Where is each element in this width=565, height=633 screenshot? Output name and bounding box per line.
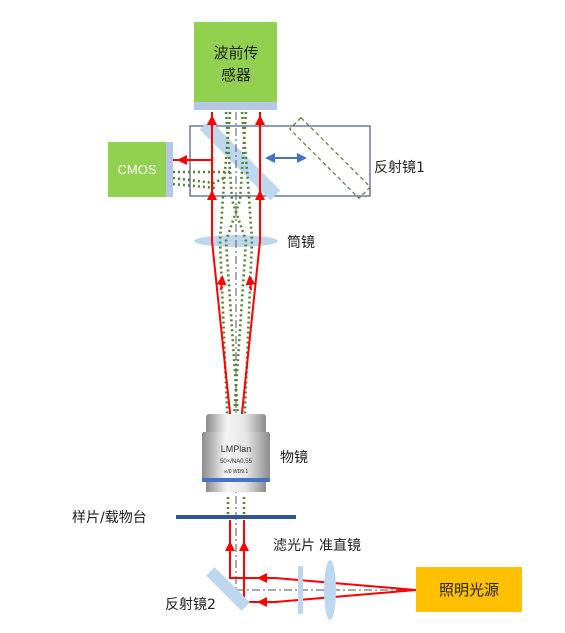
objective-lens: LMPlan 50×/NA0.55 ∞/0 WD9.1 [202, 414, 270, 492]
objective-model: LMPlan [221, 444, 252, 454]
green-dotted-beams [172, 111, 254, 520]
filter-label: 滤光片 [273, 538, 315, 554]
wavefront-sensor-label-line1: 波前传 [213, 44, 258, 62]
mirror2 [206, 567, 250, 611]
mirror1-alternate [288, 116, 372, 200]
light-source [416, 567, 522, 612]
sample-stage-label: 样片/载物台 [72, 510, 147, 526]
red-beams [173, 112, 417, 603]
collimator-lens [324, 560, 336, 620]
tube-lens-label: 筒镜 [287, 234, 315, 251]
wavefront-sensor-label-line2: 感器 [221, 66, 251, 84]
cmos-label: CMOS [118, 162, 157, 177]
cmos-camera: CMOS [108, 142, 173, 197]
collimator-label: 准直镜 [319, 537, 361, 554]
mirror1-label: 反射镜1 [374, 160, 425, 176]
objective-label: 物镜 [280, 450, 308, 466]
objective-working-distance: ∞/0 WD9.1 [224, 469, 249, 475]
light-source-label: 照明光源 [439, 581, 499, 599]
objective-magnification: 50×/NA0.55 [220, 459, 253, 465]
optical-axis [235, 112, 416, 591]
wavefront-sensor: 波前传 感器 [194, 22, 277, 110]
filter [298, 566, 303, 614]
mirror2-label: 反射镜2 [165, 597, 216, 613]
red-beam-arrows [177, 115, 272, 607]
